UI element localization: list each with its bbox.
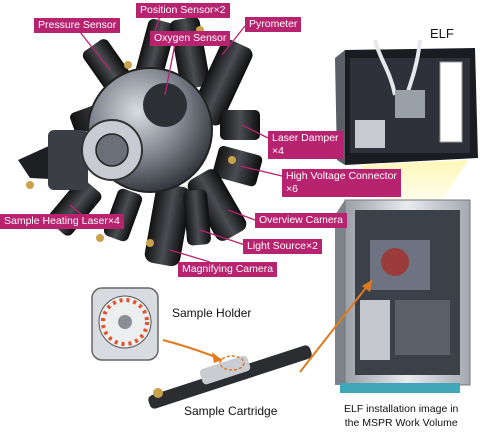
leader-magnify bbox=[169, 249, 211, 263]
elf-chamber-small bbox=[395, 90, 425, 118]
cartridge-shaft bbox=[148, 345, 312, 409]
leader-oxygen bbox=[164, 43, 176, 96]
callout-hv-connector-line2: ×6 bbox=[286, 183, 298, 195]
callout-hv-connector-line1: High Voltage Connector bbox=[286, 170, 397, 182]
elf-panel bbox=[439, 61, 463, 143]
callout-hv-connector: High Voltage Connector ×6 bbox=[282, 169, 401, 197]
laser-damper bbox=[220, 110, 260, 140]
callout-light-source: Light Source×2 bbox=[243, 239, 322, 254]
leader-pyrometer bbox=[221, 25, 246, 56]
mspr-rack-illustration bbox=[335, 199, 471, 393]
label-install-line2: the MSPR Work Volume bbox=[344, 417, 458, 429]
callout-laser-damper-line2: ×4 bbox=[272, 145, 284, 157]
cartridge-to-rack-arrow bbox=[299, 279, 373, 373]
leader-light bbox=[199, 229, 249, 247]
light-source-body bbox=[183, 189, 211, 246]
leader-overview bbox=[227, 209, 256, 221]
cartridge-grip bbox=[199, 355, 251, 385]
leader-pressure bbox=[79, 31, 111, 71]
elf-unit-illustration bbox=[335, 39, 478, 165]
label-sample-cartridge: Sample Cartridge bbox=[184, 404, 278, 418]
arrow-head bbox=[212, 352, 222, 363]
callout-overview-camera: Overview Camera bbox=[255, 213, 348, 228]
magnifying-camera-body bbox=[144, 183, 192, 267]
arrow-head bbox=[362, 280, 372, 292]
brass-fitting bbox=[96, 234, 104, 242]
callout-oxygen-sensor: Oxygen Sensor bbox=[150, 31, 231, 46]
holder-center bbox=[118, 315, 132, 329]
chamber-port-inner bbox=[95, 133, 129, 167]
overview-camera-body bbox=[187, 169, 247, 241]
left-flange bbox=[48, 130, 88, 190]
rack-elf-ring bbox=[381, 248, 409, 276]
brass-fitting bbox=[146, 239, 154, 247]
rack-base bbox=[340, 383, 460, 393]
callout-pyrometer: Pyrometer bbox=[245, 17, 302, 32]
hv-connector-block bbox=[212, 145, 263, 187]
cartridge-tip bbox=[153, 388, 163, 398]
callout-laser-damper: Laser Damper ×4 bbox=[268, 131, 343, 159]
rack-side bbox=[335, 200, 345, 385]
label-elf-installation: ELF installation image in the MSPR Work … bbox=[344, 402, 458, 430]
brass-fitting bbox=[26, 181, 34, 189]
brass-fitting bbox=[124, 61, 132, 69]
leader-laser-damper bbox=[241, 124, 269, 139]
rack-module bbox=[395, 300, 450, 355]
label-install-line1: ELF installation image in bbox=[344, 403, 459, 415]
sample-holder-illustration bbox=[91, 287, 159, 361]
brass-fitting bbox=[228, 156, 236, 164]
arrow-target-ring bbox=[219, 355, 245, 371]
elf-module bbox=[355, 120, 385, 148]
callout-pressure-sensor: Pressure Sensor bbox=[34, 18, 121, 33]
callout-position-sensor: Position Sensor×2 bbox=[136, 3, 230, 18]
callout-magnifying-camera: Magnifying Camera bbox=[178, 262, 278, 277]
callout-laser-damper-line1: Laser Damper bbox=[272, 132, 339, 144]
holder-sample-ring bbox=[101, 298, 149, 346]
label-elf: ELF bbox=[430, 26, 454, 41]
rack-panel bbox=[360, 300, 390, 360]
elf-tube bbox=[373, 39, 397, 96]
elf-chamber-illustration bbox=[18, 16, 263, 267]
leader-hv bbox=[239, 165, 283, 177]
sample-cartridge-illustration bbox=[148, 345, 312, 409]
top-port bbox=[143, 83, 187, 127]
callout-sample-heating-laser: Sample Heating Laser×4 bbox=[0, 214, 124, 229]
label-sample-holder: Sample Holder bbox=[172, 306, 252, 320]
